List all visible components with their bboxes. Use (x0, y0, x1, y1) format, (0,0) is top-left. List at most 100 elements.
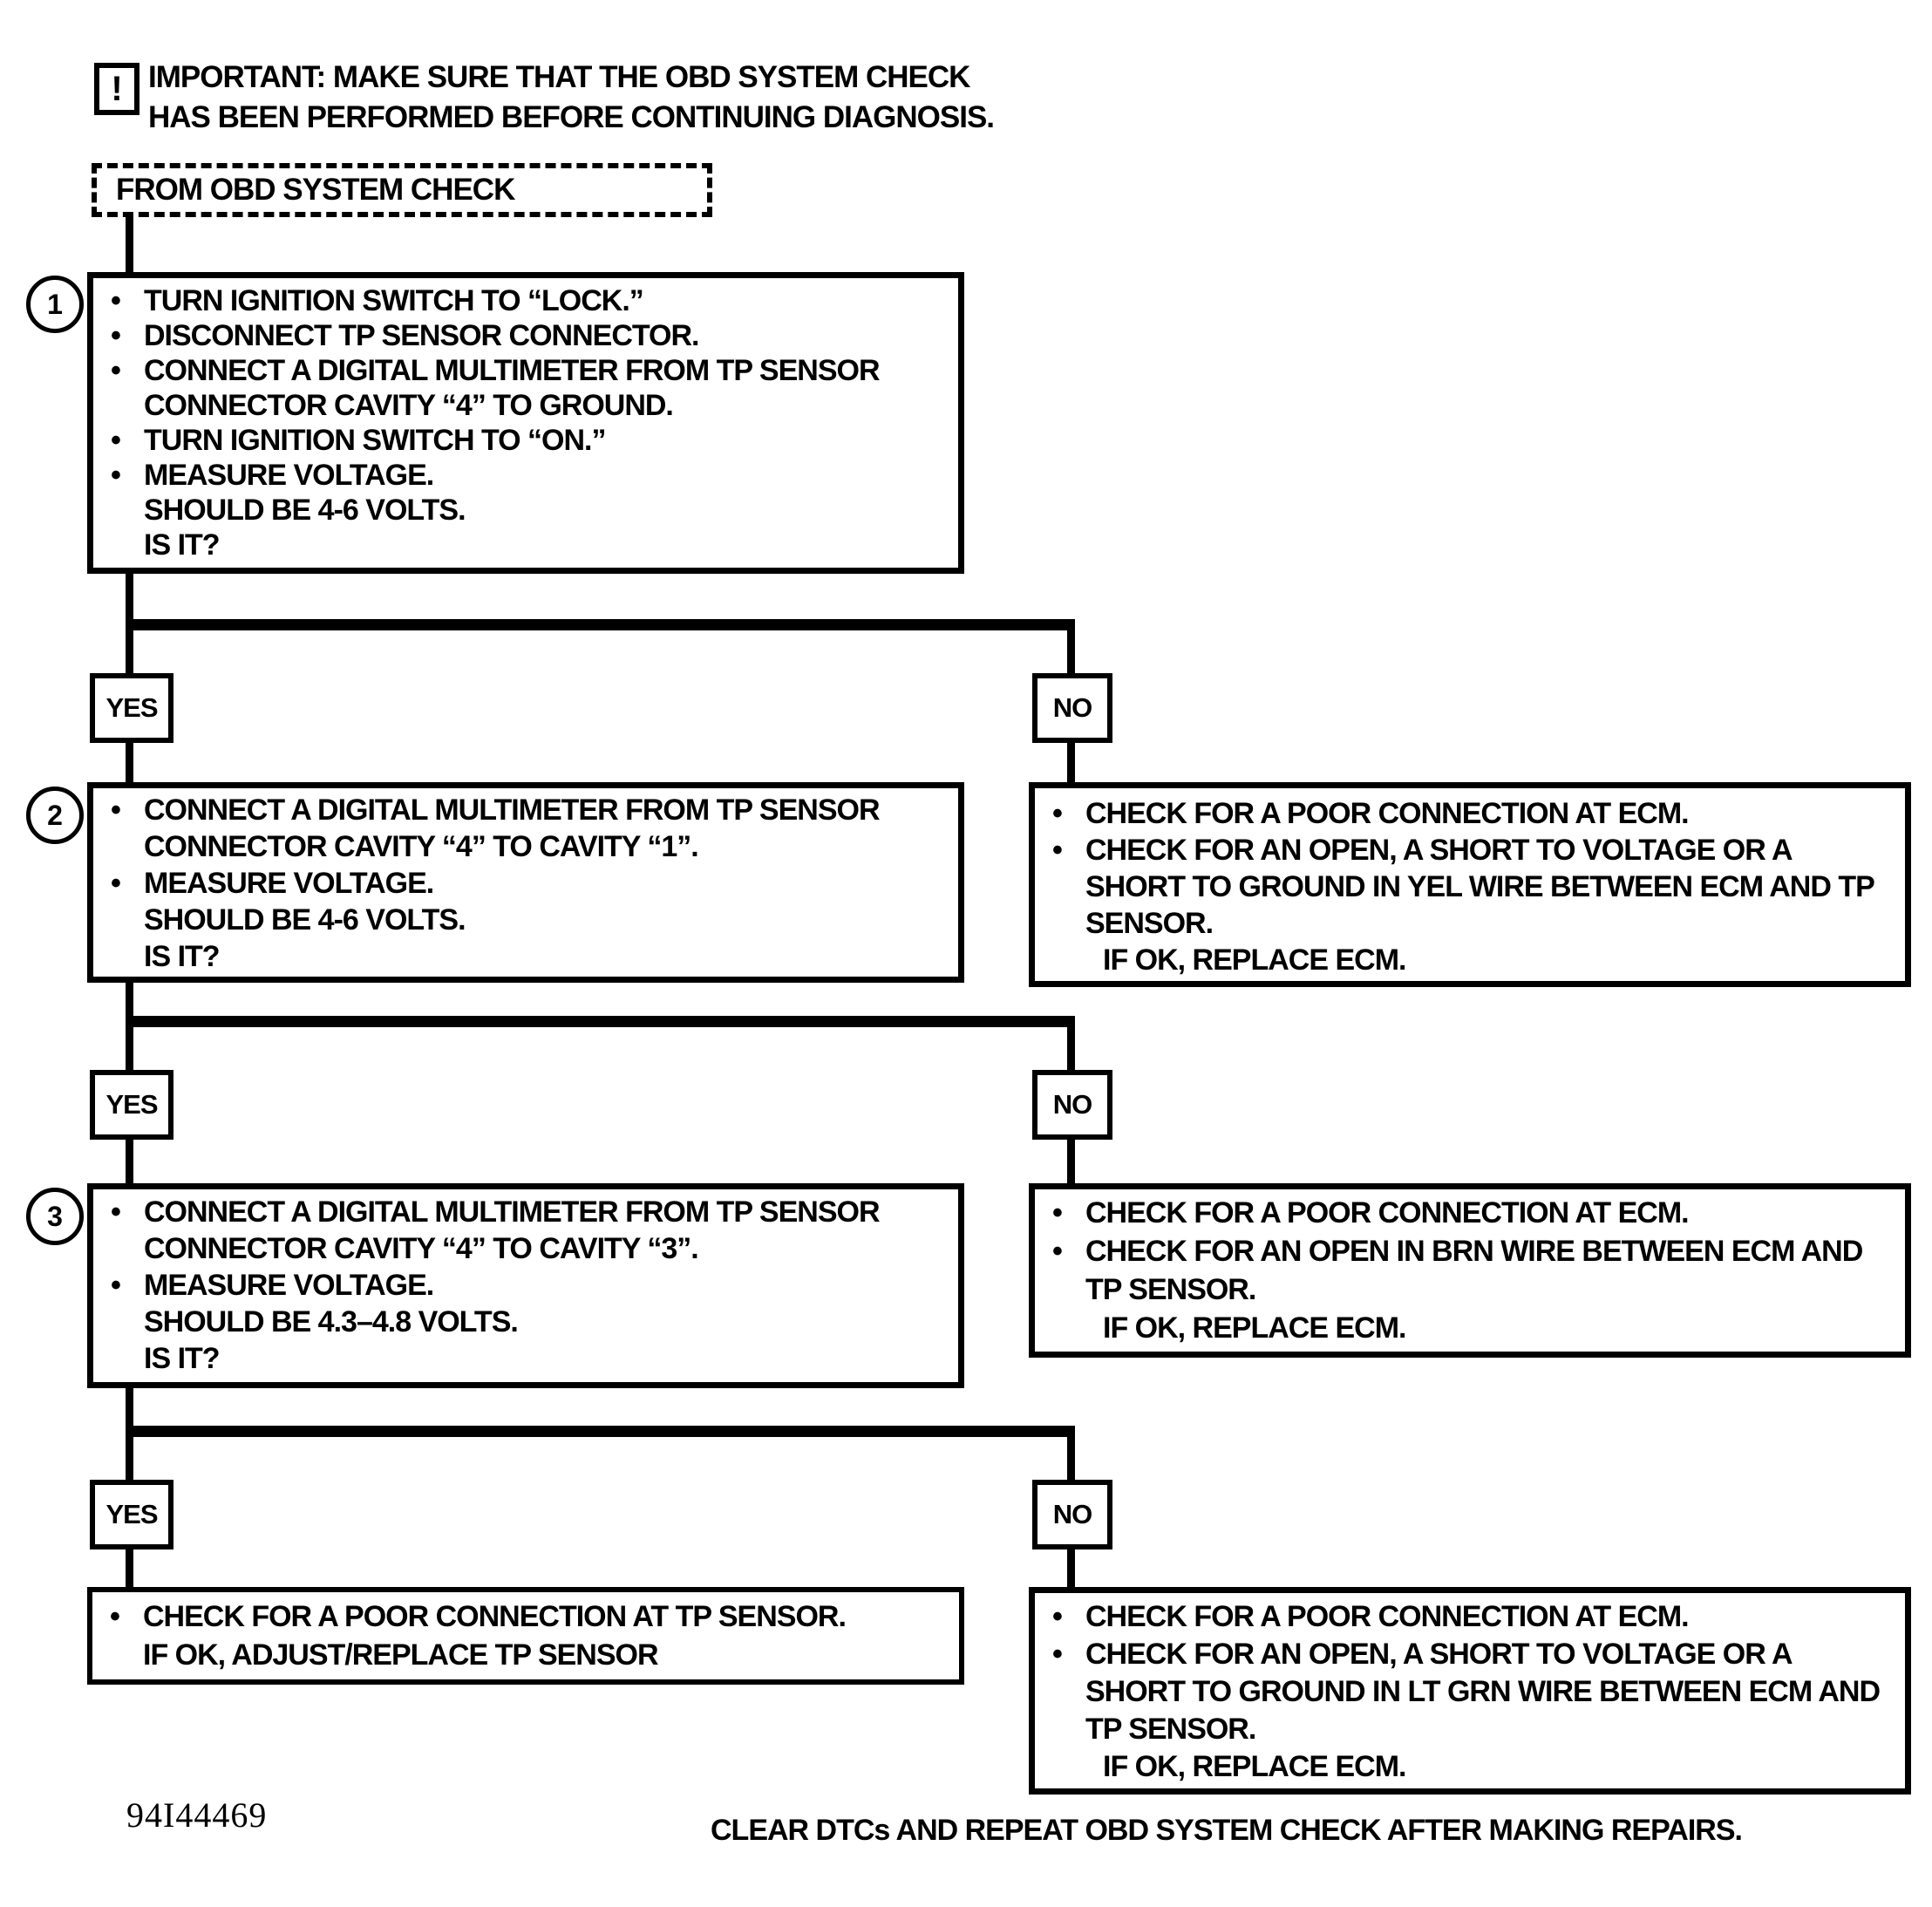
list-item-continuation: IS IT? (93, 1340, 958, 1377)
bullet-icon: • (111, 424, 121, 457)
list-item: • DISCONNECT TP SENSOR CONNECTOR. (93, 318, 958, 353)
bullet-icon: • (111, 319, 121, 352)
list-item-continuation: SHOULD BE 4.3–4.8 VOLTS. (93, 1304, 958, 1340)
bullet-icon: • (1052, 797, 1063, 830)
step3-line: CONNECT A DIGITAL MULTIMETER FROM TP SEN… (144, 1195, 881, 1229)
list-item-continuation: IF OK, ADJUST/REPLACE TP SENSOR (92, 1636, 959, 1674)
list-item-continuation: SHORT TO GROUND IN YEL WIRE BETWEEN ECM … (1035, 868, 1905, 905)
list-item: • TURN IGNITION SWITCH TO “LOCK.” (93, 283, 958, 318)
list-item: •CHECK FOR AN OPEN, A SHORT TO VOLTAGE O… (1035, 1636, 1905, 1673)
list-item-continuation: TP SENSOR. (1035, 1711, 1905, 1748)
step3-line: CONNECTOR CAVITY “4” TO CAVITY “3”. (144, 1232, 699, 1265)
list-item: • CHECK FOR A POOR CONNECTION AT ECM. (1035, 1598, 1905, 1636)
no-action3-box: • CHECK FOR A POOR CONNECTION AT ECM. •CH… (1029, 1587, 1911, 1795)
step2-box: •CONNECT A DIGITAL MULTIMETER FROM TP SE… (87, 782, 964, 983)
no-action2-line: TP SENSOR. (1085, 1273, 1256, 1306)
important-note-line2: HAS BEEN PERFORMED BEFORE CONTINUING DIA… (148, 100, 995, 134)
no-action1-line: CHECK FOR A POOR CONNECTION AT ECM. (1085, 797, 1690, 830)
list-item-continuation: IF OK, REPLACE ECM. (1035, 942, 1905, 978)
step-number-2: 2 (26, 787, 84, 844)
list-item-continuation: CONNECTOR CAVITY “4” TO GROUND. (93, 388, 958, 423)
no-action1-line: SENSOR. (1085, 907, 1214, 940)
bullet-icon: • (110, 1600, 120, 1633)
no-action1-line: SHORT TO GROUND IN YEL WIRE BETWEEN ECM … (1085, 870, 1875, 903)
yes-box-2: YES (90, 1070, 173, 1140)
list-item: •CHECK FOR AN OPEN, A SHORT TO VOLTAGE O… (1035, 832, 1905, 868)
step1-line: TURN IGNITION SWITCH TO “LOCK.” (144, 284, 644, 317)
step1-line: CONNECT A DIGITAL MULTIMETER FROM TP SEN… (144, 354, 881, 387)
list-item: •MEASURE VOLTAGE. (93, 458, 958, 493)
bullet-icon: • (111, 867, 121, 900)
step3-box: • CONNECT A DIGITAL MULTIMETER FROM TP SE… (87, 1183, 964, 1388)
list-item-continuation: CONNECTOR CAVITY “4” TO CAVITY “3”. (93, 1230, 958, 1267)
step1-line: MEASURE VOLTAGE. (144, 459, 434, 492)
list-item-continuation: TP SENSOR. (1035, 1270, 1905, 1309)
list-item: • CHECK FOR A POOR CONNECTION AT ECM. (1035, 1194, 1905, 1232)
list-item-continuation: IS IT? (93, 938, 958, 975)
no-action3-line: TP SENSOR. (1085, 1713, 1256, 1746)
list-item-continuation: IF OK, REPLACE ECM. (1035, 1309, 1905, 1347)
no-action2-line: CHECK FOR AN OPEN IN BRN WIRE BETWEEN EC… (1085, 1235, 1863, 1268)
list-item-continuation: SHORT TO GROUND IN LT GRN WIRE BETWEEN E… (1035, 1673, 1905, 1711)
connector-line (126, 619, 1075, 630)
connector-line (1067, 1016, 1075, 1070)
bullet-icon: • (1052, 1600, 1063, 1633)
connector-line (126, 1426, 1075, 1437)
no-box-3: NO (1032, 1480, 1112, 1549)
important-icon: ! (94, 63, 139, 115)
step2-line: SHOULD BE 4-6 VOLTS. (144, 903, 466, 936)
no-action3-line: CHECK FOR A POOR CONNECTION AT ECM. (1085, 1600, 1690, 1633)
list-item-continuation: IF OK, REPLACE ECM. (1035, 1748, 1905, 1786)
step1-line: SHOULD BE 4-6 VOLTS. (144, 494, 466, 527)
no-box-1: NO (1032, 673, 1112, 743)
bullet-icon: • (111, 354, 121, 387)
bullet-icon: • (111, 284, 121, 317)
connector-line (126, 739, 133, 785)
bullet-icon: • (1052, 1196, 1063, 1229)
no-action3-line: SHORT TO GROUND IN LT GRN WIRE BETWEEN E… (1085, 1675, 1881, 1708)
step3-line: IS IT? (144, 1342, 221, 1375)
bullet-icon: • (111, 793, 121, 827)
no-action2-line: IF OK, REPLACE ECM. (1103, 1311, 1406, 1345)
bullet-icon: • (1052, 1235, 1063, 1268)
step-number-1: 1 (26, 276, 84, 333)
step-number-3: 3 (26, 1188, 84, 1245)
step2-line: IS IT? (144, 940, 221, 973)
list-item: •CONNECT A DIGITAL MULTIMETER FROM TP SE… (93, 792, 958, 828)
list-item-continuation: IS IT? (93, 528, 958, 562)
step1-line: IS IT? (144, 528, 221, 562)
list-item: • CHECK FOR AN OPEN IN BRN WIRE BETWEEN E… (1035, 1232, 1905, 1270)
list-item: •MEASURE VOLTAGE. (93, 1267, 958, 1304)
list-item: • TURN IGNITION SWITCH TO “ON.” (93, 423, 958, 458)
no-action3-line: CHECK FOR AN OPEN, A SHORT TO VOLTAGE OR… (1085, 1638, 1793, 1671)
step1-line: CONNECTOR CAVITY “4” TO GROUND. (144, 389, 674, 422)
important-note-line1: IMPORTANT: MAKE SURE THAT THE OBD SYSTEM… (148, 60, 970, 94)
no-action1-line: IF OK, REPLACE ECM. (1103, 943, 1406, 977)
list-item: •CONNECT A DIGITAL MULTIMETER FROM TP SE… (93, 1194, 958, 1230)
start-box-from-obd-system-check: FROM OBD SYSTEM CHECK (92, 163, 712, 217)
list-item: • MEASURE VOLTAGE. (93, 865, 958, 902)
list-item-continuation: SENSOR. (1035, 905, 1905, 942)
connector-line (1067, 739, 1075, 785)
step1-line: TURN IGNITION SWITCH TO “ON.” (144, 424, 606, 457)
list-item-continuation: SHOULD BE 4-6 VOLTS. (93, 902, 958, 938)
no-box-2: NO (1032, 1070, 1112, 1140)
step1-box: • TURN IGNITION SWITCH TO “LOCK.” • DISCON… (87, 272, 964, 574)
important-note: IMPORTANT: MAKE SURE THAT THE OBD SYSTEM… (148, 58, 1072, 138)
connector-line (126, 214, 133, 275)
figure-number: 94I44469 (126, 1795, 268, 1835)
start-box-label: FROM OBD SYSTEM CHECK (116, 173, 515, 207)
connector-line (1067, 619, 1075, 677)
no-action2-line: CHECK FOR A POOR CONNECTION AT ECM. (1085, 1196, 1690, 1229)
connector-line (126, 1546, 133, 1587)
no-action3-line: IF OK, REPLACE ECM. (1103, 1750, 1406, 1783)
yes-action-box: • CHECK FOR A POOR CONNECTION AT TP SENSO… (87, 1587, 964, 1685)
connector-line (1067, 1546, 1075, 1587)
step1-line: DISCONNECT TP SENSOR CONNECTOR. (144, 319, 699, 352)
no-action1-line: CHECK FOR AN OPEN, A SHORT TO VOLTAGE OR… (1085, 834, 1793, 867)
step2-line: MEASURE VOLTAGE. (144, 867, 434, 900)
bullet-icon: • (111, 1269, 121, 1302)
yes-action-line: CHECK FOR A POOR CONNECTION AT TP SENSOR… (143, 1600, 847, 1633)
list-item: • CHECK FOR A POOR CONNECTION AT ECM. (1035, 795, 1905, 832)
